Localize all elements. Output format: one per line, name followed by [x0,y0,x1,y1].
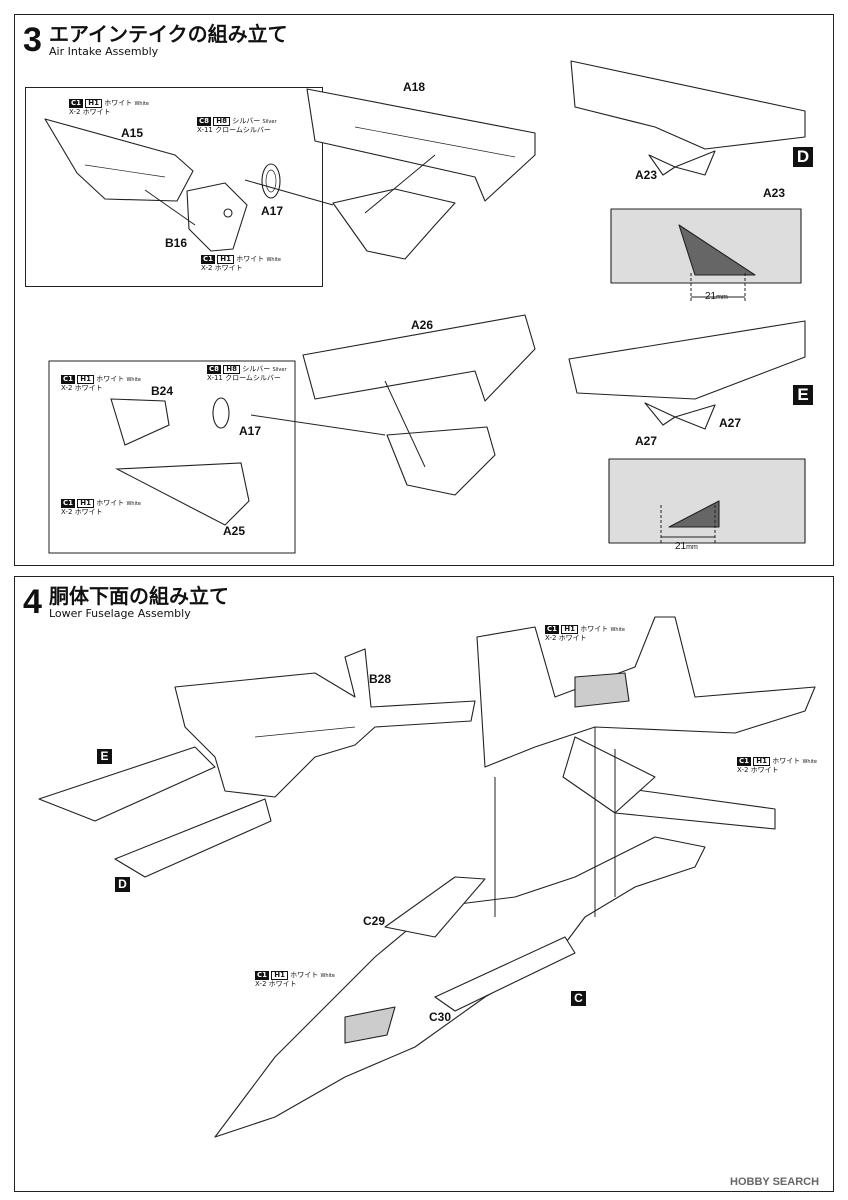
c30-part [434,936,576,1012]
watermark: HOBBY SEARCH [730,1176,820,1188]
step4-panel: 4 胴体下面の組み立て Lower Fuselage Assembly [14,576,834,1192]
letter-e-step4: E [97,749,112,764]
step4-line-art [38,616,816,1138]
paint-callout-cockpit-right: C1 H1 ホワイト White X-2 ホワイト [545,625,625,642]
part-label-a17-top: A17 [261,204,284,218]
fuselage-upper-right [476,616,816,768]
paint-callout-b24: C1 H1 ホワイト White X-2 ホワイト [61,375,141,392]
fuselage-upper-left [174,648,476,798]
dimension-bottom: 21mm [675,541,698,552]
a15-part [44,118,194,202]
letter-d-step4: D [115,877,130,892]
part-label-b24: B24 [151,384,174,398]
c29-part [384,876,486,938]
part-label-a27-small: A27 [719,416,742,430]
b16-part [186,182,248,252]
part-label-a17-bottom: A17 [239,424,262,438]
part-label-a27-detail: A27 [635,434,658,448]
step3-title-jp: エアインテイクの組み立て [49,22,288,46]
part-label-c30: C30 [429,1010,452,1024]
part-label-b28: B28 [369,672,392,686]
step4-number: 4 [23,583,42,621]
part-label-a23-small: A23 [635,168,658,182]
a27-detail-box [608,458,806,544]
step4-title-en: Lower Fuselage Assembly [49,607,191,620]
part-label-c29: C29 [363,914,386,928]
letter-e-step3: E [793,385,813,405]
paint-callout-a17-bottom: C8 H8 シルバー Silver X-11 クロームシルバー [207,365,287,382]
paint-callout-a25: C1 H1 ホワイト White X-2 ホワイト [61,499,141,516]
part-label-b16: B16 [165,236,188,250]
part-label-a25: A25 [223,524,246,538]
step3-number: 3 [23,21,42,59]
paint-callout-a15: C1 H1 ホワイト White X-2 ホワイト [69,99,149,116]
paint-callout-right-fuselage: C1 H1 ホワイト White X-2 ホワイト [737,757,817,774]
letter-d-step3: D [793,147,813,167]
a18-part [306,88,536,202]
paint-callout-b16: C1 H1 ホワイト White X-2 ホワイト [201,255,281,272]
part-label-a23-detail: A23 [763,186,786,200]
paint-callout-a17-top: C8 H8 シルバー Silver X-11 クロームシルバー [197,117,277,134]
letter-c-step4: C [571,991,586,1006]
dimension-top: 21mm [705,291,728,302]
step4-title-jp: 胴体下面の組み立て [49,584,229,608]
part-label-a15: A15 [121,126,144,140]
step3-line-art [44,60,806,554]
part-label-a18: A18 [403,80,426,94]
b24-part [110,398,170,446]
step3-panel: 3 エアインテイクの組み立て Air Intake Assembly [14,14,834,566]
a25-part [114,462,250,526]
d-intake-piece [114,798,272,878]
a26-part [302,314,536,402]
e-intake-piece [38,746,216,822]
paint-callout-lower-cockpit: C1 H1 ホワイト White X-2 ホワイト [255,971,335,988]
part-label-a26: A26 [411,318,434,332]
step3-title-en: Air Intake Assembly [49,45,159,58]
